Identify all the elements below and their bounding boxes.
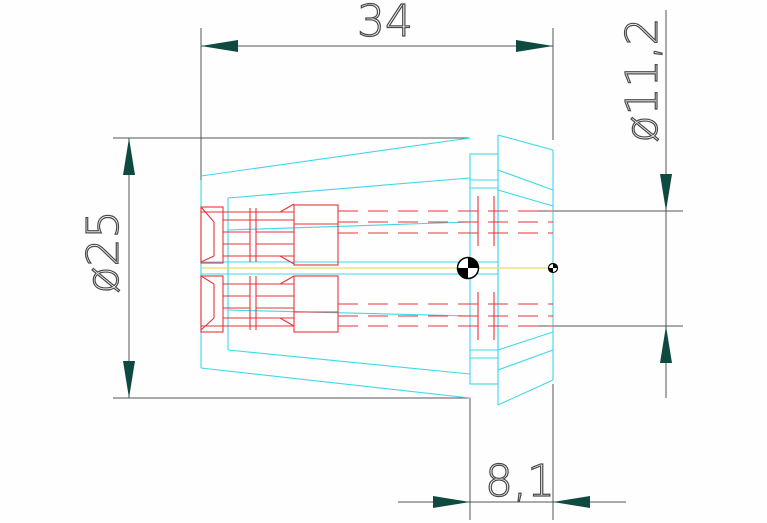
arrowhead-bottom [660,326,672,363]
dimension-length: 34 [200,0,554,180]
collet-outline [200,134,554,406]
bore-hidden-lines [200,196,553,340]
dimension-length-label: 34 [357,0,413,47]
dimension-nose-length: 8,1 [398,384,626,520]
arrowhead-left [433,496,470,508]
arrowhead-top [660,174,672,211]
arrowhead-left [201,40,238,52]
arrowhead-right [553,496,590,508]
dimension-small-diameter-label: ø11,2 [617,18,668,143]
center-of-gravity-icon [456,256,480,280]
arrowhead-bottom [123,361,135,398]
dimension-nose-length-label: 8,1 [485,456,555,507]
arrowhead-right [516,40,553,52]
dimension-large-diameter-label: ø25 [78,211,129,294]
dimension-large-diameter: ø25 [77,137,470,399]
dimension-small-diameter: ø11,2 [525,10,683,398]
arrowhead-top [123,138,135,175]
center-mark-icon [547,262,559,274]
